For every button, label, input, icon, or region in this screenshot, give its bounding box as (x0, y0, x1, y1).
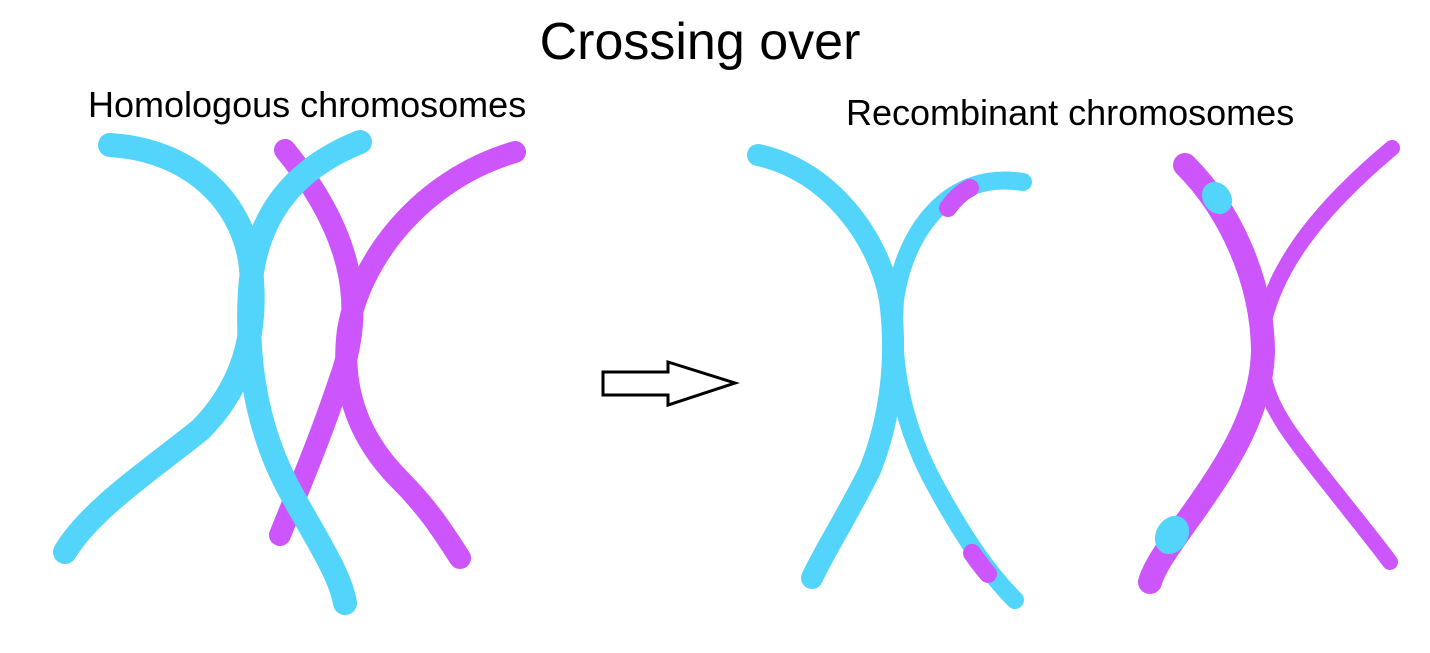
purple-segment-bottom (963, 544, 997, 583)
recombinant-chromosomes-label: Recombinant chromosomes (846, 92, 1295, 133)
purple-segment-top (939, 179, 979, 217)
blue-recombinant-chromatid-b (885, 171, 1032, 609)
blue-recombinant-chromosome (747, 144, 1032, 609)
purple-chromatid-b (335, 141, 526, 569)
purple-recombinant-chromosome (1138, 140, 1400, 594)
blue-chromosome (53, 130, 372, 615)
purple-recombinant-chromatid-b (1252, 140, 1400, 570)
homologous-pair (53, 130, 526, 615)
diagram-title: Crossing over (539, 13, 861, 71)
right-arrow-icon (601, 359, 740, 408)
blue-segment-bottom (1154, 515, 1190, 555)
purple-chromosome (269, 139, 526, 569)
homologous-chromosomes-label: Homologous chromosomes (88, 84, 527, 125)
blue-segment-top (1201, 181, 1233, 215)
blue-recombinant-chromatid-a (747, 144, 905, 589)
blue-chromatid-b (237, 130, 372, 615)
blue-chromatid-a (53, 133, 265, 564)
